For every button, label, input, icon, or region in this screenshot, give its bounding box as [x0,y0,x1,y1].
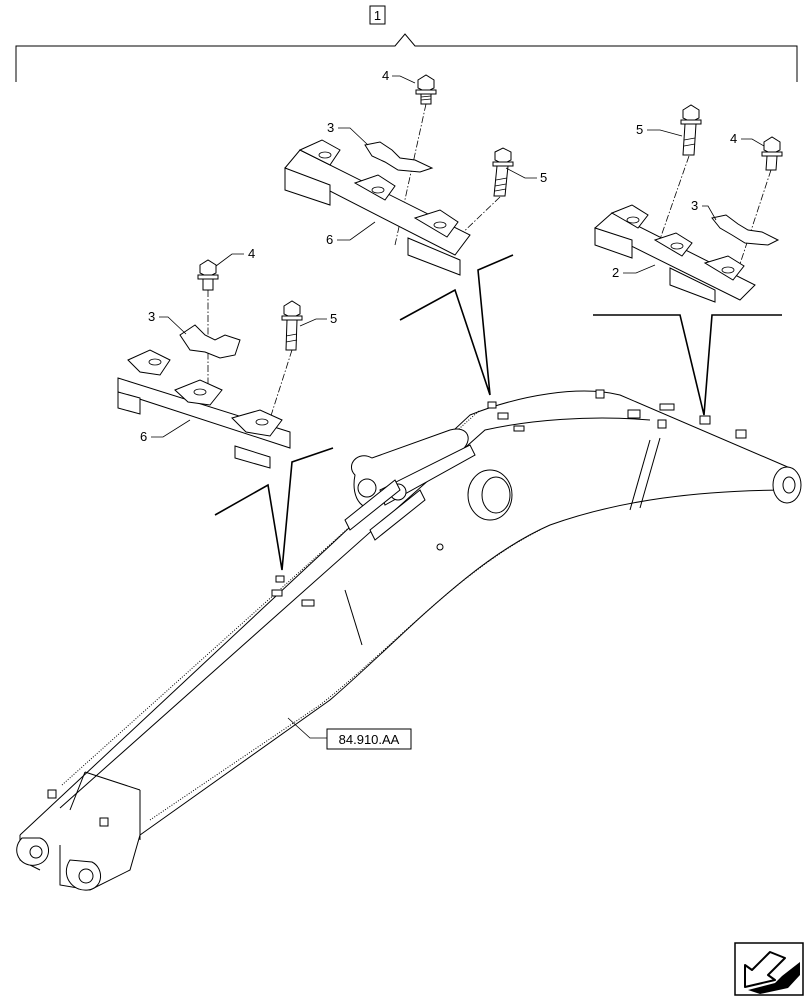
clamp-body-part[interactable] [117,349,291,469]
assembly-axis [737,169,772,271]
callout-6-left: 6 [140,429,147,444]
clamp-plate-part[interactable] [364,141,434,173]
bolt-part[interactable] [415,74,437,105]
bolt-part[interactable] [197,259,219,291]
clamp-body-part[interactable] [594,204,756,303]
reference-link[interactable]: 84.910.AA [287,717,412,750]
callout-5-top: 5 [540,170,547,185]
bolt-part[interactable] [281,300,303,351]
callout-2-right: 2 [612,265,619,280]
pointer-top [399,254,514,396]
callout-4-left: 4 [248,246,255,261]
clamp-plate-part[interactable] [179,324,241,359]
bolt-part[interactable] [492,147,514,197]
assembly-ref-box[interactable] [369,5,386,25]
reference-box[interactable] [326,728,412,750]
callout-5-right: 5 [636,122,643,137]
callout-labels: 4 3 5 6 5 4 3 2 4 3 5 6 [140,68,765,444]
boom-arm-part[interactable] [16,389,802,891]
callout-4-right: 4 [730,131,737,146]
bracket-line [15,33,798,82]
group-top-right [594,104,783,303]
clamp-plate-part[interactable] [711,214,780,246]
callout-3-top: 3 [327,120,334,135]
callout-6-top: 6 [326,232,333,247]
pointer-right [593,314,782,416]
assembly-axis [657,155,690,246]
assembly-ref-label: 1 [374,8,381,23]
group-top-center [284,74,514,276]
callout-4-top: 4 [382,68,389,83]
location-pointers [214,254,782,571]
callout-3-left: 3 [148,309,155,324]
navigate-arrow-icon[interactable] [734,942,804,996]
bolt-part[interactable] [761,136,783,171]
callout-3-right: 3 [691,198,698,213]
assembly-bracket: 1 [15,5,798,82]
pointer-left [214,447,334,571]
assembly-axis [267,349,293,426]
group-left [117,259,303,469]
reference-label: 84.910.AA [339,732,400,747]
callout-5-left: 5 [330,311,337,326]
clamp-body-part[interactable] [284,139,471,276]
assembly-axis [394,103,427,246]
bolt-part[interactable] [680,104,702,156]
